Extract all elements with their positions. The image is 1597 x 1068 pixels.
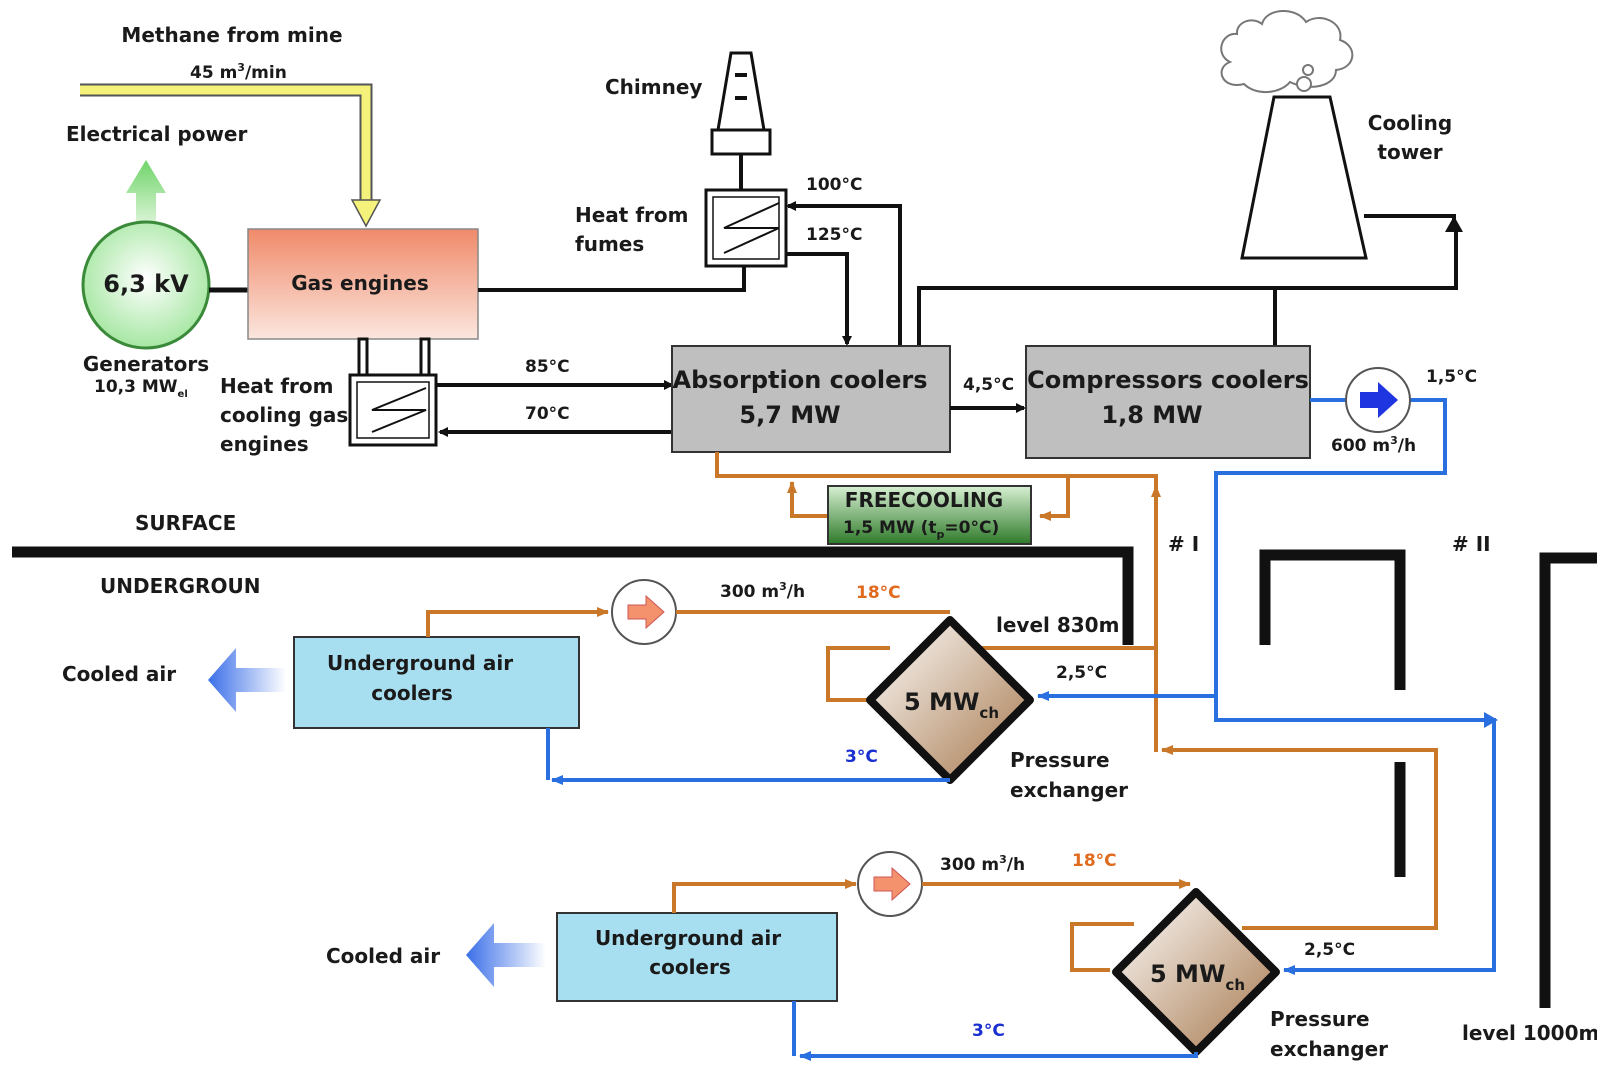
pump-circle-icon <box>1345 367 1411 433</box>
uac-1-label-b: coolers <box>371 681 453 705</box>
freecooling-pipe-left <box>787 481 827 518</box>
level-1000-label: level 1000m <box>1462 1021 1597 1045</box>
flow-300a: 300 m3/h <box>720 580 805 602</box>
pressure-exchanger-2-label-b: exchanger <box>1270 1037 1388 1061</box>
cooled-air-label-2: Cooled air <box>326 944 440 968</box>
compressors-coolers-power: 1,8 MW <box>1101 401 1202 429</box>
freecooling-label: FREECOOLING <box>845 488 1003 512</box>
underground-air-coolers-box-1 <box>293 636 580 729</box>
engine-coolant-pipe-right <box>419 337 431 377</box>
temp-4-5: 4,5°C <box>963 375 1014 395</box>
generators-power: 10,3 MWel <box>94 377 188 400</box>
level-830-label: level 830m <box>996 613 1119 637</box>
uac-2-label-a: Underground air <box>595 926 781 950</box>
freecooling-power: 1,5 MW (tp=0°C) <box>843 518 999 541</box>
compressors-coolers-box <box>1025 345 1311 459</box>
pump-circle-icon <box>857 851 923 917</box>
generator-icon <box>81 220 211 350</box>
cooling-tower-icon <box>1240 95 1368 260</box>
methane-flow: 45 m3/min <box>190 61 287 83</box>
gas-engines-box <box>247 228 479 340</box>
heat-engines-label-1: Heat from <box>220 374 333 398</box>
exhaust-pipe <box>478 266 746 292</box>
px2-loop-pipe <box>1070 922 1134 972</box>
temp-2-5b: 2,5°C <box>1304 940 1355 960</box>
chimney-label: Chimney <box>605 75 702 99</box>
heat-engines-label-2: cooling gas <box>220 403 348 427</box>
px2-power: 5 MWch <box>1150 960 1245 994</box>
pressure-exchanger-2-label-a: Pressure <box>1270 1007 1370 1031</box>
cold-supply-pipe-b <box>1214 398 1447 696</box>
steam-cloud-icon <box>1220 9 1354 93</box>
absorption-coolers-power: 5,7 MW <box>739 401 840 429</box>
temp-2-5a: 2,5°C <box>1056 663 1107 683</box>
underground-label: UNDERGROUN <box>100 574 260 598</box>
absorption-coolers-label: Absorption coolers <box>673 366 928 394</box>
px1-loop-pipe <box>826 646 890 702</box>
electric-output-arrow-icon <box>126 160 166 232</box>
engine-heat-exchanger-icon <box>348 373 438 447</box>
chimney-icon <box>710 51 772 190</box>
temp-70: 70°C <box>525 404 570 424</box>
methane-title: Methane from mine <box>121 23 342 47</box>
cold-pipe-arrow <box>1484 712 1498 728</box>
freecooling-pipe-right <box>1039 476 1070 521</box>
level-1000-warm-return-pipe <box>1161 745 1438 930</box>
fumes-heat-exchanger-icon <box>704 188 788 268</box>
temp-18a: 18°C <box>856 583 901 603</box>
methane-pipe <box>80 83 382 228</box>
px2-cold-out-pipe <box>799 1051 1198 1061</box>
cooled-air-arrow-icon <box>208 648 286 712</box>
cooled-air-arrow-icon <box>466 923 546 987</box>
freecooling-box <box>827 485 1032 545</box>
shaft-2-wall-left <box>1259 549 1406 690</box>
generator-voltage: 6,3 kV <box>103 270 189 298</box>
temp-85: 85°C <box>525 357 570 377</box>
fumes-return-pipe <box>786 201 902 346</box>
cooling-tower-label-2: tower <box>1377 140 1442 164</box>
tower-outlet-arrow <box>1445 216 1463 232</box>
uac-2-label-b: coolers <box>649 955 731 979</box>
uac-2-warm-out-pipe <box>672 879 857 913</box>
heat-engines-label-3: engines <box>220 432 309 456</box>
temp-18b: 18°C <box>1072 851 1117 871</box>
shaft-1-label: # I <box>1168 532 1199 556</box>
compressors-coolers-label: Compressors coolers <box>1027 366 1309 394</box>
absorption-coolers-box <box>671 345 951 453</box>
gas-engines-label: Gas engines <box>291 271 428 295</box>
fumes-supply-pipe <box>786 252 852 346</box>
pressure-exchanger-1-label-a: Pressure <box>1010 748 1110 772</box>
temp-100: 100°C <box>806 175 862 195</box>
tower-outlet-pipe <box>1364 214 1456 229</box>
pump-circle-icon <box>611 579 677 645</box>
engine-coolant-pipe-left <box>357 337 369 377</box>
pressure-exchanger-1-label-b: exchanger <box>1010 778 1128 802</box>
cooled-air-label-1: Cooled air <box>62 662 176 686</box>
shaft-2-wall-right <box>1539 552 1597 1008</box>
uac-1-warm-out-pipe <box>426 607 609 637</box>
temp-3a: 3°C <box>845 747 878 767</box>
temp-1-5: 1,5°C <box>1426 367 1477 387</box>
surface-label: SURFACE <box>135 511 236 535</box>
shaft-2-label: # II <box>1452 532 1491 556</box>
heat-fumes-label-1: Heat from <box>575 203 688 227</box>
heat-fumes-label-2: fumes <box>575 232 644 256</box>
ground-surface-line <box>12 546 1134 645</box>
px1-power: 5 MWch <box>904 688 999 722</box>
flow-300b: 300 m3/h <box>940 853 1025 875</box>
generators-title: Generators <box>83 352 209 376</box>
tower-return-pipe <box>917 232 1458 346</box>
underground-air-coolers-box-2 <box>556 912 838 1002</box>
temp-3b: 3°C <box>972 1021 1005 1041</box>
uac-1-label-a: Underground air <box>327 651 513 675</box>
warm-return-pipe <box>715 452 1158 488</box>
temp-125: 125°C <box>806 225 862 245</box>
flow-600: 600 m3/h <box>1331 434 1416 456</box>
electrical-power-label: Electrical power <box>66 122 247 146</box>
cooling-tower-label-1: Cooling <box>1368 111 1452 135</box>
